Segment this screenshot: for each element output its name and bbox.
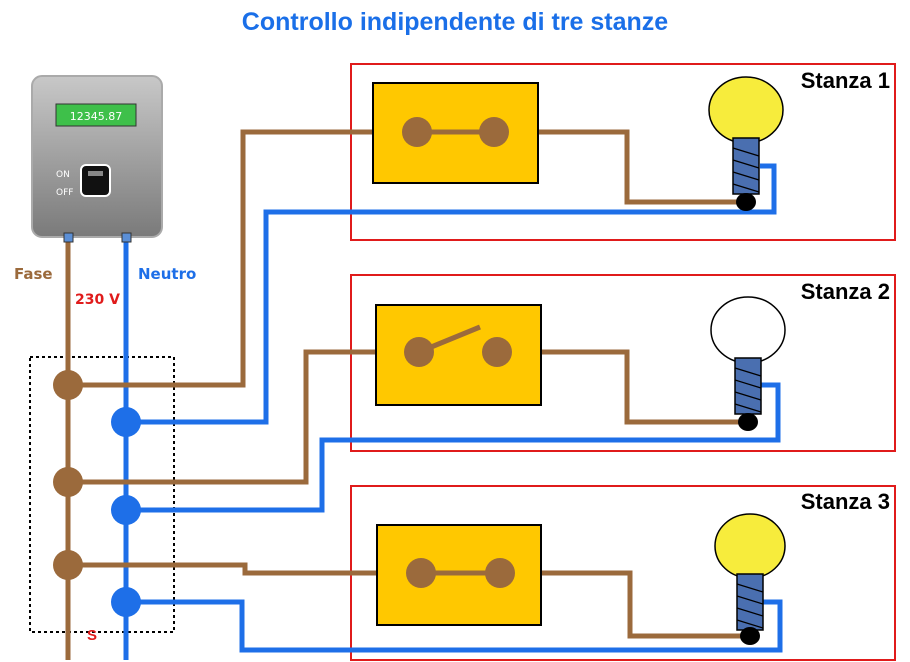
room-1-lamp-icon xyxy=(708,76,784,211)
neutral-label: Neutro xyxy=(138,265,196,283)
room-2-lamp-icon xyxy=(710,296,786,431)
room-1-switch[interactable] xyxy=(372,82,539,184)
room-2-switch[interactable] xyxy=(375,304,542,406)
room-2-neutral-wire xyxy=(126,382,781,513)
phase-node-1 xyxy=(53,370,83,400)
meter-off-label: OFF xyxy=(56,188,73,198)
neutral-terminal xyxy=(121,232,132,243)
voltage-label: 230 V xyxy=(75,292,120,308)
phase-node-2 xyxy=(53,467,83,497)
neutral-node-3 xyxy=(111,587,141,617)
neutral-node-2 xyxy=(111,495,141,525)
junction-label: S xyxy=(87,627,97,644)
neutral-node-1 xyxy=(111,407,141,437)
diagram-title: Controllo indipendente di tre stanze xyxy=(241,8,669,36)
room-3-lamp-wire xyxy=(500,570,745,639)
room-3-label: Stanza 3 xyxy=(801,489,890,514)
electric-meter: 12345.87 ON OFF xyxy=(31,75,163,243)
meter-reading: 12345.87 xyxy=(70,110,123,123)
room-2-frame xyxy=(350,274,896,452)
room-3-neutral-wire xyxy=(126,599,783,653)
room-2-label: Stanza 2 xyxy=(801,279,890,304)
room-1-lamp-wire xyxy=(494,129,745,205)
room-1-phase-wire xyxy=(68,129,417,388)
meter-toggle-switch[interactable] xyxy=(80,164,111,197)
phase-label: Fase xyxy=(14,265,53,283)
room-2-phase-wire xyxy=(68,349,419,485)
room-2-lamp-wire xyxy=(497,349,745,425)
meter-on-label: ON xyxy=(56,170,70,180)
room-3-phase-wire xyxy=(68,562,421,576)
room-1-neutral-wire xyxy=(126,163,777,425)
room-3-switch[interactable] xyxy=(376,524,542,626)
meter-display xyxy=(55,103,137,127)
room-3-lamp-icon xyxy=(714,513,786,645)
junction-box xyxy=(29,356,175,633)
phase-terminal xyxy=(63,232,74,243)
room-1-frame xyxy=(350,63,896,241)
room-1-label: Stanza 1 xyxy=(801,68,890,93)
phase-node-3 xyxy=(53,550,83,580)
